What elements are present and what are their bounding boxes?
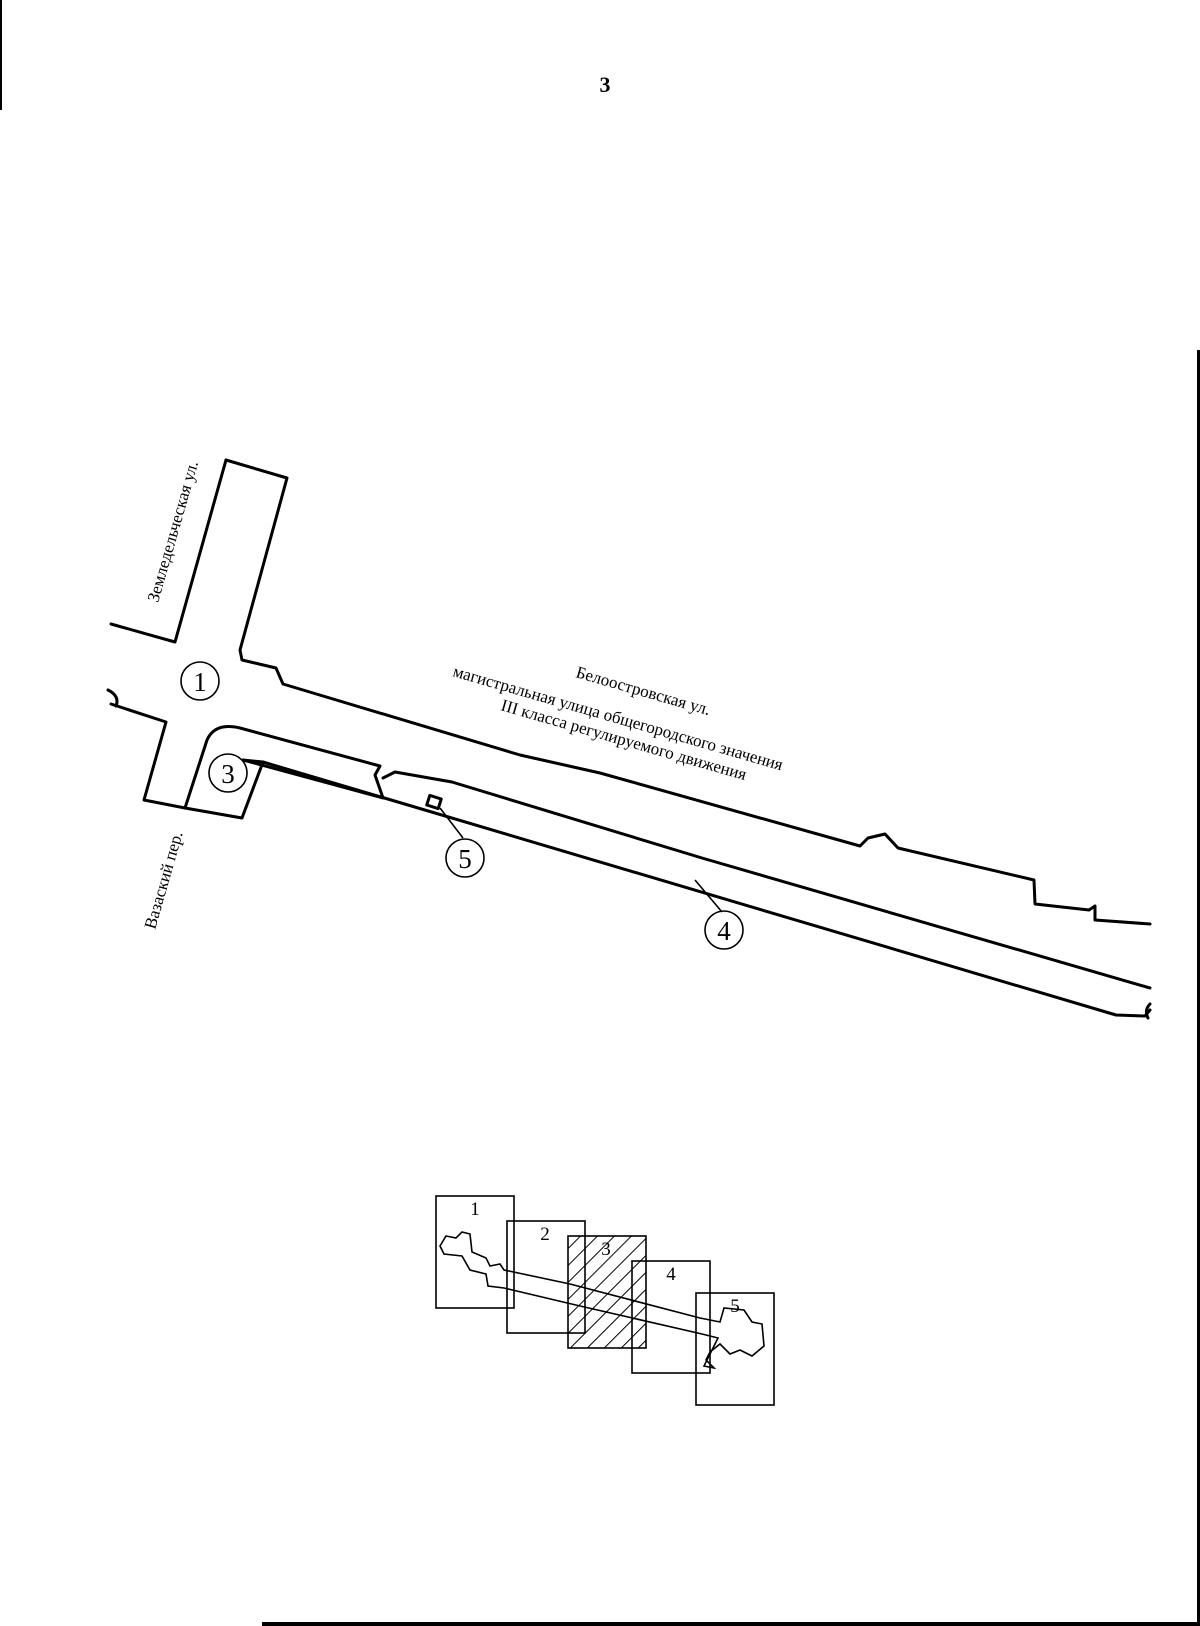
key-sheet-2-label: 2 <box>540 1224 550 1245</box>
marker-1: 1 <box>180 661 220 701</box>
key-sheet-2 <box>506 1220 586 1334</box>
svg-text:5: 5 <box>458 844 472 874</box>
scan-edge-right <box>1197 350 1200 1626</box>
key-sheet-1-label: 1 <box>470 1199 480 1220</box>
key-map: 1 2 3 4 5 <box>435 1195 775 1406</box>
zemledelcheskaya-east-edge <box>224 458 1152 926</box>
object-5-symbol <box>425 793 443 811</box>
key-sheet-1 <box>435 1195 515 1309</box>
strip-4-north-edge <box>381 770 1152 990</box>
east-edge-hook <box>1144 1002 1152 1020</box>
key-map-route <box>439 1231 765 1370</box>
scan-edge-bottom <box>262 1622 1200 1626</box>
key-sheet-5-label: 5 <box>730 1296 740 1317</box>
svg-text:1: 1 <box>193 667 207 697</box>
key-sheet-3 <box>567 1235 647 1349</box>
key-sheet-5 <box>695 1292 775 1406</box>
strip-4-south-edge <box>261 760 1152 1018</box>
beloostrovskaya-west-south-edge <box>109 702 187 810</box>
leader-line-5 <box>439 807 464 839</box>
west-edge-hook <box>106 688 119 708</box>
scan-edge-left <box>0 0 2 110</box>
marker-3: 3 <box>208 753 248 793</box>
street-label-vazasky: Вазаский пер. <box>141 829 187 931</box>
marker-4: 4 <box>704 910 744 950</box>
key-sheet-3-hatch <box>568 1236 646 1348</box>
key-sheet-3-label: 3 <box>601 1239 611 1260</box>
block-3-outline <box>183 725 385 820</box>
leader-line-4 <box>694 879 723 913</box>
key-sheet-4 <box>631 1260 711 1374</box>
zemledelcheskaya-west-edge <box>109 458 228 644</box>
svg-text:3: 3 <box>221 759 235 789</box>
key-sheet-4-label: 4 <box>666 1264 676 1285</box>
svg-text:4: 4 <box>717 916 731 946</box>
marker-5: 5 <box>445 838 485 878</box>
page-number: 3 <box>599 72 611 97</box>
street-label-zemledelcheskaya: Земледельческая ул. <box>144 459 202 605</box>
street-outline <box>106 458 1152 1020</box>
